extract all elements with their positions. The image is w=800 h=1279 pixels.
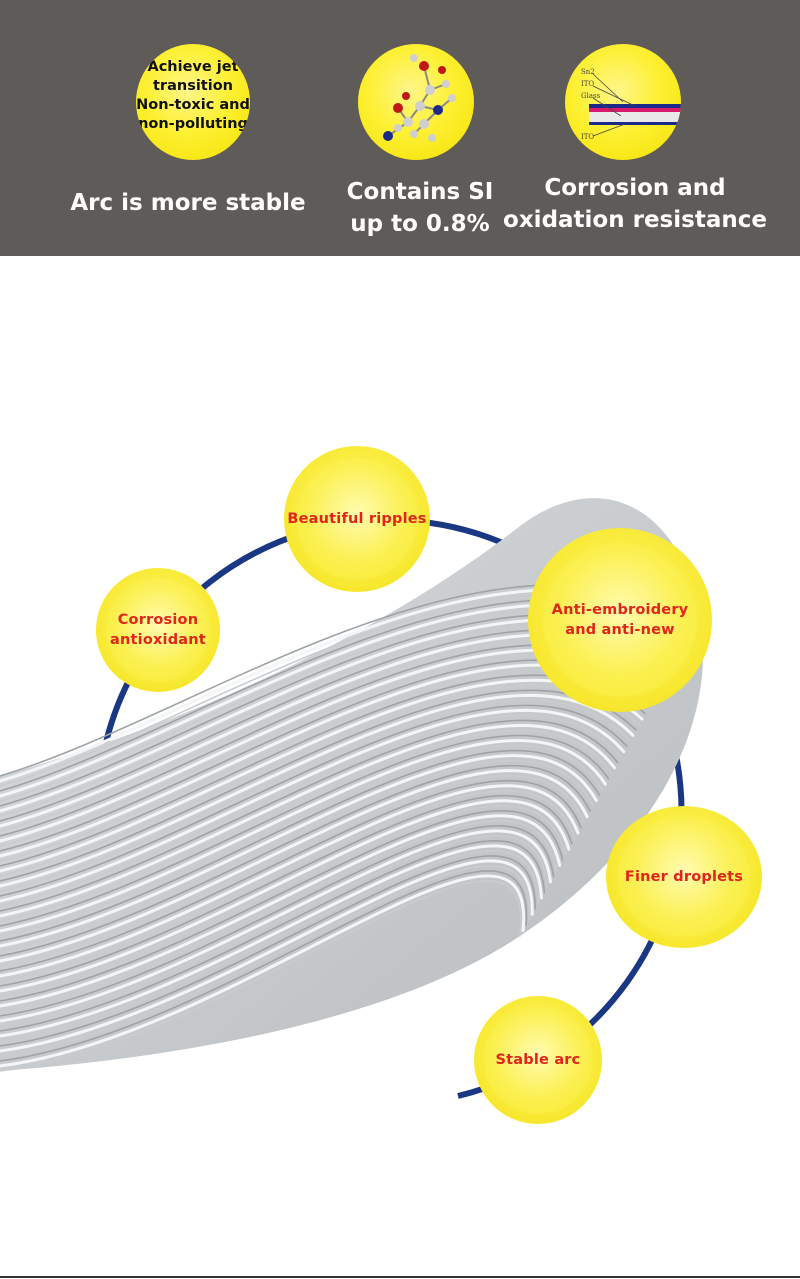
bubble-line: Anti-embroidery — [551, 601, 689, 618]
molecule-icon — [383, 54, 456, 142]
caption-line: up to 0.8% — [350, 211, 490, 237]
badge-line: Achieve jet — [147, 59, 239, 75]
badge-line: non-polluting — [138, 116, 248, 132]
feature-bubble-droplets: Finer droplets — [606, 806, 762, 948]
wire-coil-image — [0, 498, 704, 1099]
feature-caption: Arc is more stable — [60, 188, 316, 218]
feature-bubble-anti-embroidery: Anti-embroidery and anti-new — [528, 528, 712, 712]
bubble-line: Corrosion — [117, 611, 199, 628]
diagram-label: Sn2 — [581, 68, 595, 76]
bubble-line: and anti-new — [565, 621, 675, 638]
diagram-label: ITO — [581, 80, 594, 88]
caption-line: Arc is more stable — [70, 190, 306, 216]
diagram-label: ITO — [581, 133, 594, 141]
badge-line: Non-toxic and — [136, 97, 250, 113]
product-showcase: Beautiful ripples Corrosion antioxidant … — [0, 256, 800, 1279]
bubble-label: Finer droplets — [625, 867, 743, 887]
bottom-divider — [0, 1276, 800, 1278]
bubble-line: Beautiful ripples — [287, 510, 427, 527]
bubble-line: Finer droplets — [624, 868, 744, 885]
feature-caption: Corrosion and oxidation resistance — [497, 172, 773, 236]
feature-caption: Contains SI up to 0.8% — [335, 176, 505, 240]
diagram-label: Glass — [581, 92, 601, 100]
feature-banner: Achieve jet transition Non-toxic and non… — [0, 0, 800, 256]
layer-diagram-icon: Sn2 ITO Glass ITO — [581, 68, 681, 141]
badge-line: transition — [153, 78, 233, 94]
bubble-label: Stable arc — [496, 1050, 581, 1070]
feature-bubble-ripples: Beautiful ripples — [284, 446, 430, 592]
bubble-label: Corrosion antioxidant — [110, 610, 206, 650]
caption-line: oxidation resistance — [503, 207, 767, 233]
caption-line: Contains SI — [346, 179, 494, 205]
bubble-line: Stable arc — [495, 1051, 581, 1068]
badge-text: Achieve jet transition Non-toxic and non… — [136, 58, 250, 134]
feature-badge-layers: Sn2 ITO Glass ITO — [565, 44, 681, 160]
caption-line: Corrosion and — [544, 175, 726, 201]
feature-badge-silicon — [358, 44, 474, 160]
bubble-label: Beautiful ripples — [287, 509, 426, 529]
feature-bubble-stable-arc: Stable arc — [474, 996, 602, 1124]
bubble-label: Anti-embroidery and anti-new — [552, 600, 689, 640]
bubble-line: antioxidant — [110, 631, 206, 648]
feature-badge-jet-transition: Achieve jet transition Non-toxic and non… — [136, 44, 250, 160]
feature-bubble-corrosion: Corrosion antioxidant — [96, 568, 220, 692]
